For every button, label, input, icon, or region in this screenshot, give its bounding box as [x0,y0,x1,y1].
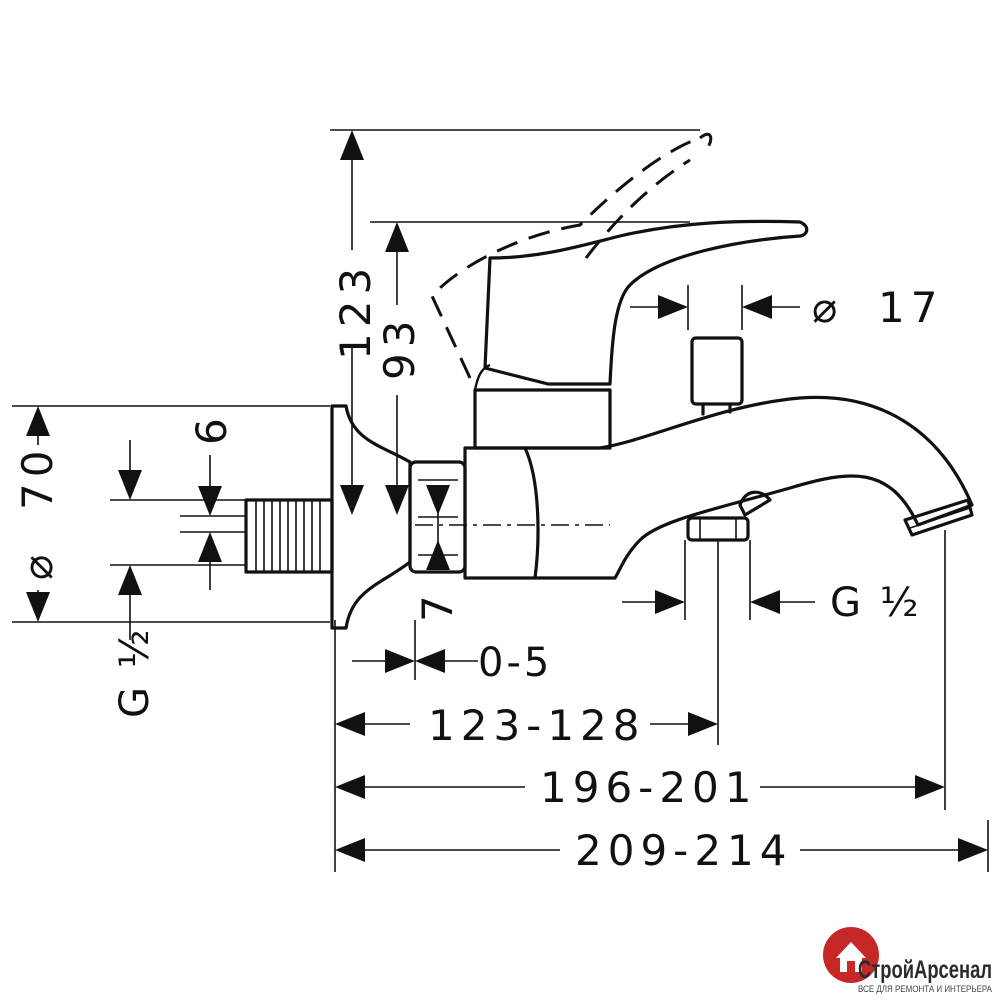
mixer-body [463,446,540,580]
dim-196-201: 196-201 [335,763,945,812]
cartridge-column [473,388,612,450]
dim-70-diameter-symbol: ⌀ [13,549,62,580]
handle-lever [483,219,809,386]
extension-lines [12,129,946,872]
faucet-outline [244,132,974,630]
dim-0-5-label: 0-5 [478,640,552,686]
dim-g-half-left: G ½ [112,440,158,718]
dim-g-half-right: G ½ [622,580,921,626]
shower-outlet [738,490,772,517]
dim-123-128-label: 123-128 [428,701,646,750]
watermark-brand: СтройАрсенал [858,956,992,984]
dim-17: ⌀ 17 [630,283,943,332]
dim-70-label: 70 [13,445,62,510]
dim-g-half-right-label: G ½ [830,580,921,626]
house-logo-icon [823,927,879,983]
dim-93: 93 [375,222,424,515]
dim-g-half-left-label: G ½ [112,627,158,718]
diverter-knob [690,336,744,406]
wall-rosette [330,404,412,630]
dim-123: 123 [331,130,380,515]
handle-lever-open-dashed [430,136,701,379]
dim-123-label: 123 [331,262,380,360]
dim-70: 70 ⌀ [13,406,62,622]
dim-17-label: 17 [878,283,943,332]
spout [523,395,974,580]
dim-7-label: 7 [413,589,462,622]
dim-93-label: 93 [375,315,424,380]
spout-outlet [903,498,974,537]
dim-123-128: 123-128 [335,701,718,750]
shower-connector [686,516,750,542]
dim-7: 7 [413,485,462,622]
dim-0-5: 0-5 [352,640,552,686]
dim-196-201-label: 196-201 [540,763,758,812]
thread-lines [255,500,321,572]
watermark-tagline: ВСЕ ДЛЯ РЕМОНТА И ИНТЕРЬЕРА [858,984,992,994]
dim-6-label: 6 [187,412,236,445]
dim-209-214: 209-214 [335,820,989,875]
watermark-logo: СтройАрсенал ВСЕ ДЛЯ РЕМОНТА И ИНТЕРЬЕРА [823,927,992,994]
threaded-connector [244,498,334,574]
dim-17-diameter-symbol: ⌀ [812,283,843,332]
dim-6: 6 [187,412,236,590]
dim-209-214-label: 209-214 [575,826,793,875]
